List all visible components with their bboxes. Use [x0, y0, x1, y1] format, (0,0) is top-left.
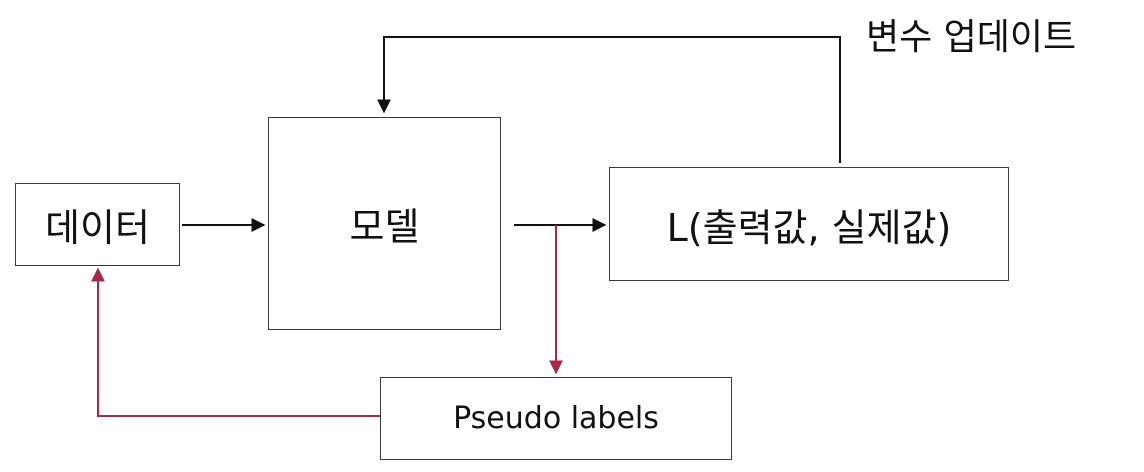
arrow-pseudo-to-data — [91, 267, 380, 417]
arrow-update-feedback — [377, 36, 841, 163]
pseudo-labels-node-label: Pseudo labels — [453, 401, 659, 436]
data-node: 데이터 — [15, 183, 180, 266]
update-variables-label: 변수 업데이트 — [866, 17, 1077, 58]
data-node-label: 데이터 — [45, 206, 150, 250]
pseudo-labels-node: Pseudo labels — [380, 377, 732, 460]
model-node: 모델 — [268, 117, 501, 330]
model-node-label: 모델 — [349, 205, 420, 249]
loss-node-label: L(출력값, 실제값) — [666, 205, 952, 250]
loss-node: L(출력값, 실제값) — [609, 167, 1009, 281]
